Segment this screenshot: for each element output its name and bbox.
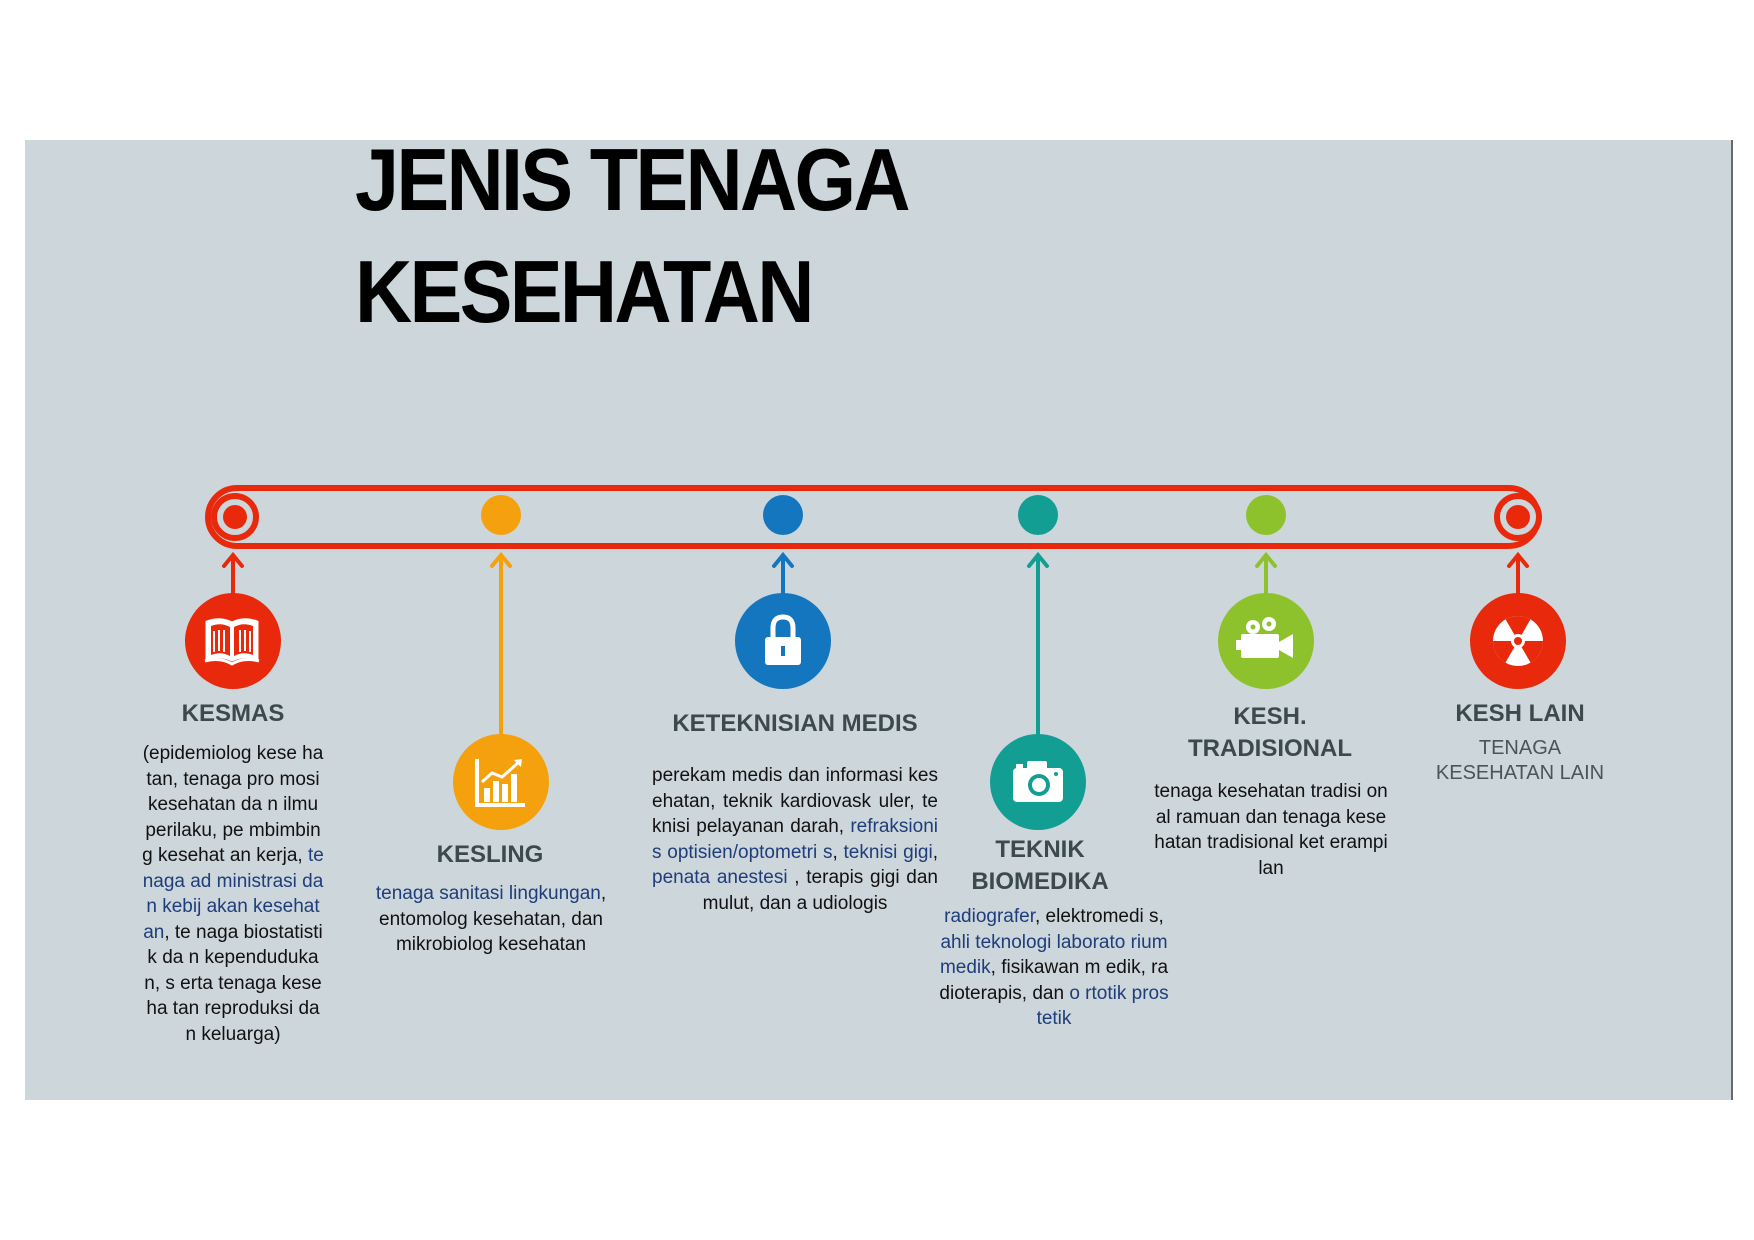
desc-kesmas: (epidemiolog kese hatan, tenaga pro mosi… [142, 741, 324, 1047]
connector-lain [1507, 551, 1529, 597]
dot-kesling [481, 495, 521, 535]
label-lain: KESH LAIN [1455, 700, 1585, 727]
desc-tradisional-part: tenaga kesehatan tradisi onal ramuan dan… [1154, 781, 1388, 879]
book-icon [204, 618, 260, 666]
desc-keteknisian-part: , [932, 841, 938, 863]
page-title: JENIS TENAGA KESEHATAN [355, 124, 911, 348]
label-tradisional: KESH. TRADISIONAL [1160, 701, 1380, 765]
dot-biomedika [1018, 495, 1058, 535]
title-line-2: KESEHATAN [355, 242, 814, 341]
desc-biomedika-link: o rtotik prostetik [1036, 982, 1169, 1030]
desc-keteknisian-link: teknisi gigi [843, 841, 933, 863]
dot-keteknisian [763, 495, 803, 535]
connector-keteknisian [772, 551, 794, 597]
connector-kesling [490, 551, 512, 738]
connector-tradisional [1255, 551, 1277, 597]
label-biomedika: TEKNIK BIOMEDIKA [930, 834, 1150, 898]
desc-keteknisian-part: perekam medis dan informasi kesehatan, t… [652, 765, 938, 837]
kesmas-badge [185, 593, 281, 689]
lain-badge [1470, 593, 1566, 689]
desc-keteknisian-link: penata anestesi [652, 867, 788, 888]
slide-background [25, 140, 1731, 1100]
label-tradisional-line2: TRADISIONAL [1188, 735, 1352, 762]
tradisional-badge [1218, 593, 1314, 689]
desc-biomedika-part: , fisikawan m edik, radioterapis, dan [939, 957, 1169, 1004]
label-kesling: KESLING [436, 841, 544, 868]
label-biomedika-line1: TEKNIK [995, 836, 1085, 863]
desc-keteknisian-link: refraksionis optisien/optometri s [652, 816, 938, 863]
timeline-track [205, 485, 1542, 549]
radiation-icon [1492, 615, 1544, 666]
label-keteknisian: KETEKNISIAN MEDIS [672, 710, 918, 737]
desc-kesling-link: tenaga sanitasi lingkungan [375, 883, 601, 904]
connector-kesmas [222, 551, 244, 597]
desc-biomedika-part: , elektromedi s, [1035, 906, 1164, 927]
kesling-badge [453, 734, 549, 830]
label-kesmas: KESMAS [181, 700, 285, 727]
desc-keteknisian-part: , [832, 841, 844, 863]
biomedika-badge [990, 734, 1086, 830]
title-line-1: JENIS TENAGA [355, 130, 911, 229]
video-camera-icon [1236, 617, 1293, 658]
desc-kesmas-part: (epidemiolog kese hatan, tenaga pro mosi… [142, 743, 324, 866]
label-tradisional-line1: KESH. [1233, 703, 1307, 730]
desc-kesmas-link: tenaga ad ministrasi dan kebij akan kese… [142, 845, 324, 943]
desc-keteknisian: perekam medis dan informasi kesehatan, t… [652, 763, 938, 916]
desc-kesmas-part: , te naga biostatistik da n kependudukan… [144, 921, 323, 1045]
timeline-dots [481, 495, 1286, 535]
desc-lain: TENAGA KESEHATAN LAIN [1435, 737, 1605, 784]
keteknisian-badge [735, 593, 831, 689]
desc-kesling-part: , entomolog kesehatan, dan mikrobiolog k… [379, 883, 607, 955]
desc-biomedika-link: radiografer [944, 906, 1035, 927]
label-biomedika-line2: BIOMEDIKA [971, 868, 1109, 895]
desc-biomedika-link: ahli teknologi laborato rium medik [939, 931, 1168, 979]
slide-edge [1731, 140, 1733, 1100]
connector-biomedika [1027, 551, 1049, 738]
desc-tradisional: tenaga kesehatan tradisi onal ramuan dan… [1154, 779, 1388, 881]
dot-tradisional [1246, 495, 1286, 535]
bar-chart-icon [475, 759, 525, 807]
camera-icon [1013, 761, 1063, 802]
desc-keteknisian-part: , terapis gigi dan mulut, dan a udiologi… [702, 867, 938, 914]
desc-kesling: tenaga sanitasi lingkungan, entomolog ke… [358, 881, 624, 958]
padlock-icon [765, 614, 801, 665]
desc-biomedika: radiografer, elektromedi s, ahli teknolo… [938, 904, 1170, 1032]
